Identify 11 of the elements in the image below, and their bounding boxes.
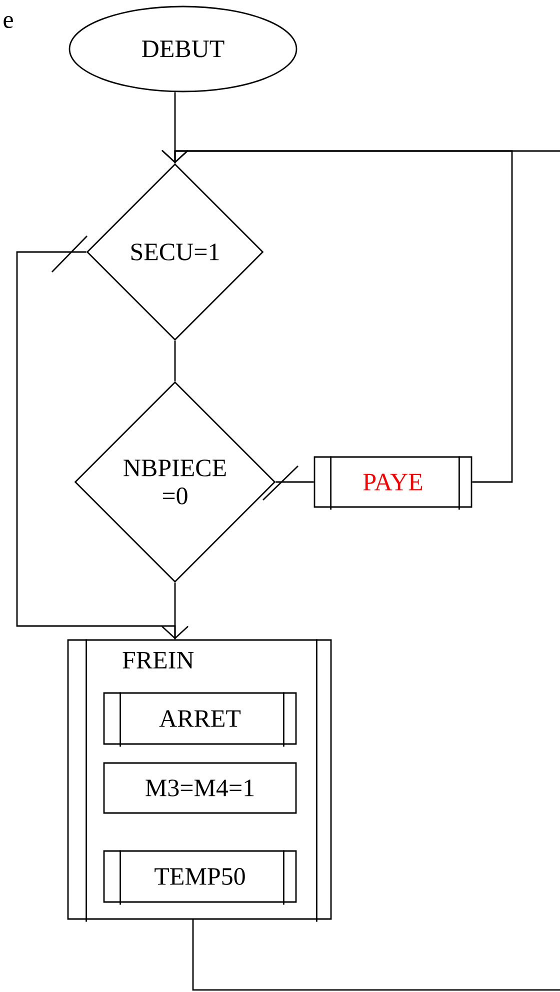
connector bbox=[174, 340, 176, 382]
connector bbox=[174, 582, 176, 640]
process-box: M3=M4=1 bbox=[103, 762, 297, 814]
connector bbox=[16, 235, 188, 640]
subroutine-box: TEMP50 bbox=[103, 850, 297, 905]
connector bbox=[262, 465, 314, 501]
connector bbox=[174, 92, 176, 164]
connector bbox=[162, 150, 560, 991]
note-text: e bbox=[4, 16, 13, 28]
subroutine-box: ARRET bbox=[103, 692, 297, 747]
subroutine-box: PAYE bbox=[314, 456, 472, 510]
